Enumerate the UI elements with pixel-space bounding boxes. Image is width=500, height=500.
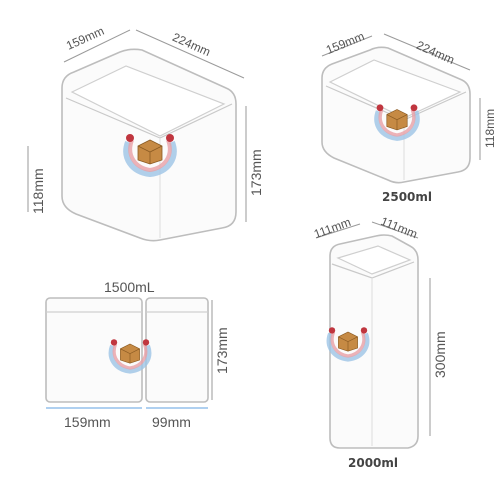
pair-height-text: 173mm xyxy=(214,327,230,374)
large-lid-height-text: 118mm xyxy=(30,168,46,214)
large-height-text: 173mm xyxy=(248,149,264,196)
medium-height-text: 118mm xyxy=(483,108,497,148)
tall-height-text: 300mm xyxy=(432,331,448,378)
large-lid-height-label: 118mm xyxy=(30,168,76,230)
tall-height-label: 300mm xyxy=(432,331,479,394)
large-height-label: 173mm xyxy=(248,149,295,212)
pair-width-b-label: 99mm xyxy=(152,414,191,430)
medium-capacity-label: 2500ml xyxy=(382,190,433,204)
pair-containers xyxy=(45,297,213,409)
large-container xyxy=(27,29,247,242)
pair-width-a-label: 159mm xyxy=(64,414,111,430)
tall-capacity-label: 2000ml xyxy=(348,456,399,470)
medium-height-label: 118mm xyxy=(483,109,500,162)
pair-height-label: 173mm xyxy=(214,327,261,390)
tall-container xyxy=(315,221,431,449)
medium-container xyxy=(321,33,481,184)
pair-capacity-label: 1500mL xyxy=(104,279,155,295)
